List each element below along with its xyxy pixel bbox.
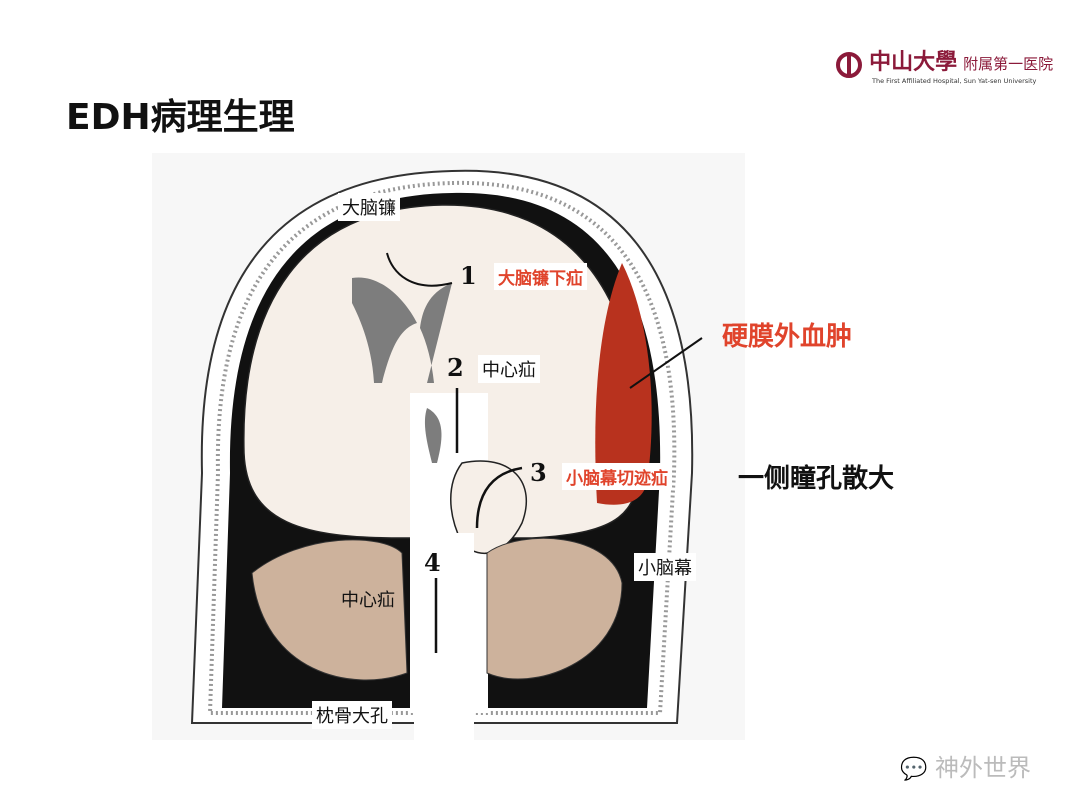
third-ventricle: [424, 408, 442, 463]
brain-herniation-diagram: 大脑镰 1 大脑镰下疝 2 中心疝 3 小脑幕切迹疝 4 中心疝 小脑幕 枕骨大…: [152, 153, 745, 740]
cerebellum-right: [486, 537, 623, 680]
number-2: 2: [447, 353, 464, 382]
arrow-3: [475, 466, 523, 529]
logo-name-cn: 中山大學: [869, 49, 958, 75]
label-tentorium: 小脑幕: [634, 553, 696, 581]
label-falx: 大脑镰: [338, 193, 400, 221]
label-central-herniation-2: 中心疝: [341, 590, 395, 611]
label-transtentorial-herniation: 小脑幕切迹疝: [562, 463, 672, 490]
hematoma: [595, 263, 652, 505]
logo-name-en: The First Affiliated Hospital, Sun Yat-s…: [872, 76, 1037, 85]
number-3: 3: [530, 458, 547, 487]
brain-illustration: [190, 169, 703, 740]
annotation-pupil-dilation: 一侧瞳孔散大: [738, 464, 895, 494]
watermark-text: 神外世界: [935, 754, 1032, 782]
ventricle-left: [352, 277, 417, 383]
number-1: 1: [460, 261, 477, 290]
label-foramen-magnum: 枕骨大孔: [312, 701, 392, 729]
label-central-herniation: 中心疝: [478, 355, 540, 383]
ventricle-right: [420, 283, 452, 383]
arrow-edh: [629, 337, 703, 389]
hospital-logo: 中山大學附属第一医院 The First Affiliated Hospital…: [834, 44, 1053, 85]
number-4: 4: [424, 548, 441, 577]
logo-emblem-icon: [836, 51, 862, 78]
skull-inner: [207, 180, 677, 715]
watermark: 💬 神外世界: [900, 748, 1031, 783]
logo-sub-cn: 附属第一医院: [963, 55, 1054, 73]
wechat-icon: 💬: [900, 757, 928, 782]
cerebellum-left: [251, 539, 408, 681]
label-subfalcine-herniation: 大脑镰下疝: [494, 263, 587, 290]
arrow-1: [386, 252, 453, 287]
annotation-edh: 硬膜外血肿: [722, 322, 853, 352]
slide-title: EDH病理生理: [66, 97, 295, 138]
